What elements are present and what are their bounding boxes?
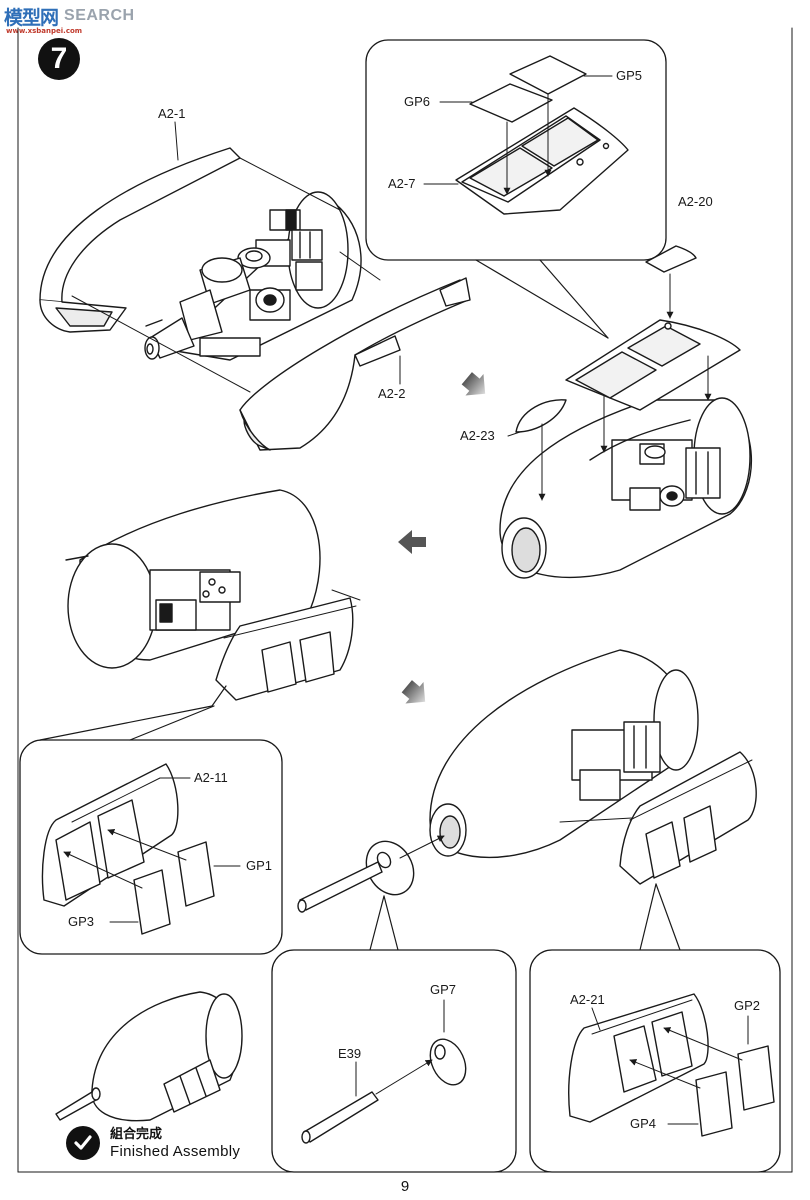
watermark-url: www.xsbanpei.com [6,27,83,35]
label-gp5: GP5 [616,68,642,83]
step-arrow-icon [398,372,486,704]
callout-side-panel: GP1 GP3 A2-11 [19,705,283,955]
pod-front-probe-assembly [297,649,757,951]
page-number: 9 [400,1178,410,1195]
callout-side-panel-right: GP2 GP4 A2-21 [529,949,781,1173]
callout-hatch-panel: GP6 GP5 A2-7 [365,39,667,339]
label-gp4: GP4 [630,1116,656,1131]
label-gp6: GP6 [404,94,430,109]
step-number-badge: 7 [38,38,80,80]
label-a2-1: A2-1 [158,106,185,121]
watermark-brand: SEARCH [64,7,135,24]
label-gp2: GP2 [734,998,760,1013]
finished-assembly: 組合完成 Finished Assembly [66,1126,240,1160]
label-a2-11: A2-11 [194,770,228,785]
pod-rear-view [65,489,361,707]
label-gp1: GP1 [246,858,272,873]
watermark: 模型网 SEARCH [4,2,135,30]
callout-probe: GP7 E39 [271,949,517,1173]
label-a2-23: A2-23 [460,428,495,443]
label-e39: E39 [338,1046,361,1061]
label-gp3: GP3 [68,914,94,929]
pod-hatch-assembly: A2-20 A2-23 [460,194,753,579]
label-a2-21: A2-21 [570,992,605,1007]
watermark-logo: 模型网 [4,6,59,29]
label-gp7: GP7 [430,982,456,997]
check-icon [66,1126,100,1160]
label-a2-20: A2-20 [678,194,713,209]
pod-open-assembly: A2-1 A2-2 [39,106,471,451]
finished-pod [55,991,243,1122]
label-a2-7: A2-7 [388,176,415,191]
label-a2-2: A2-2 [378,386,405,401]
finished-label-english: Finished Assembly [110,1143,241,1160]
finished-label-chinese: 組合完成 [110,1127,163,1142]
